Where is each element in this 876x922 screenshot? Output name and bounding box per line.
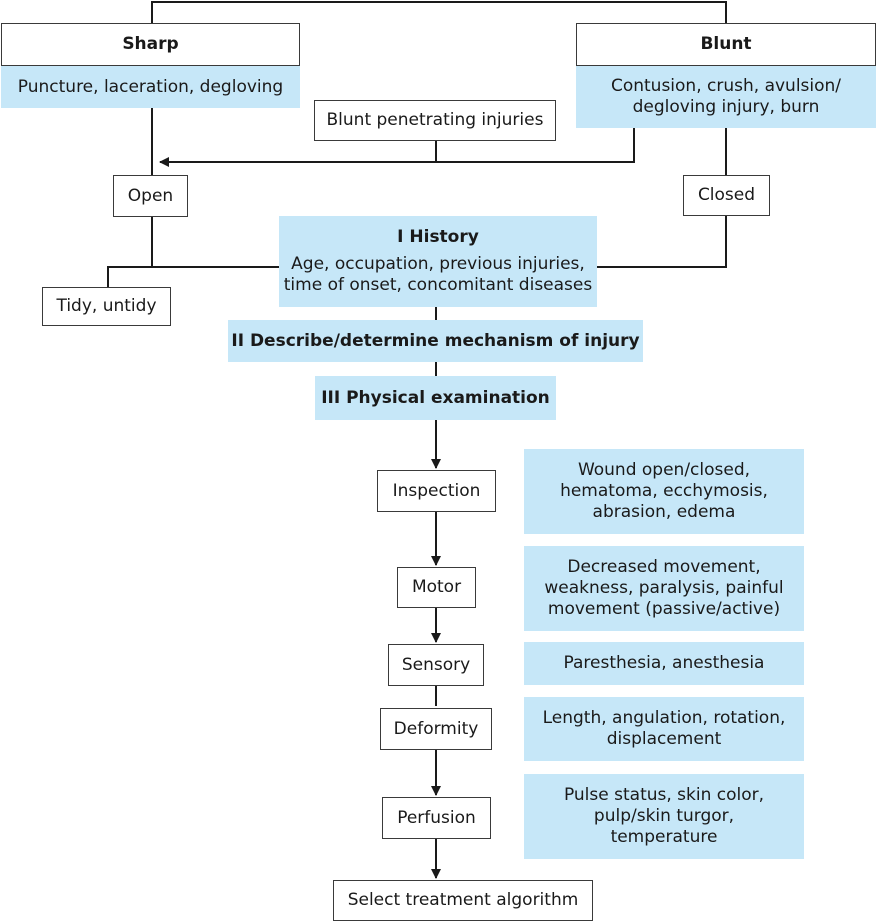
physical-box: III Physical examination — [315, 376, 556, 420]
sharp-box: Sharp — [1, 23, 300, 66]
perfusion-detail-label: Pulse status, skin color, pulp/skin turg… — [563, 785, 765, 847]
tidy-box: Tidy, untidy — [42, 287, 171, 326]
physical-label: III Physical examination — [321, 387, 550, 408]
sensory-box: Sensory — [388, 644, 484, 686]
open-label: Open — [127, 185, 174, 206]
sharp-label: Sharp — [122, 34, 179, 54]
blunt-feed-line — [159, 128, 635, 167]
tidy-label: Tidy, untidy — [56, 296, 157, 316]
closed-label: Closed — [697, 185, 756, 205]
motor-detail-box: Decreased movement, weakness, paralysis,… — [524, 546, 804, 631]
sensory-detail-label: Paresthesia, anesthesia — [563, 653, 765, 673]
inspection-detail-label: Wound open/closed, hematoma, ecchymosis,… — [560, 460, 768, 522]
mechanism-label: II Describe/determine mechanism of injur… — [231, 330, 640, 351]
blunt-penetrating-label: Blunt penetrating injuries — [326, 110, 544, 130]
history-detail: Age, occupation, previous injuries, time… — [283, 254, 593, 295]
perfusion-box: Perfusion — [382, 797, 491, 839]
top-bracket-line — [151, 1, 727, 23]
blunt-box: Blunt — [576, 23, 876, 66]
blunt-label: Blunt — [700, 34, 752, 54]
deformity-label: Deformity — [393, 718, 479, 739]
inspection-box: Inspection — [377, 470, 496, 512]
blunt-types-box: Contusion, crush, avulsion/ degloving in… — [576, 66, 876, 128]
closed-box: Closed — [683, 175, 770, 216]
inspection-label: Inspection — [392, 480, 481, 501]
sharp-types-label: Puncture, laceration, degloving — [17, 76, 284, 97]
blunt-penetrating-box: Blunt penetrating injuries — [314, 100, 556, 141]
motor-label: Motor — [411, 577, 462, 597]
perfusion-label: Perfusion — [397, 807, 476, 828]
deformity-detail-label: Length, angulation, rotation, displaceme… — [542, 708, 786, 749]
history-box: I History Age, occupation, previous inju… — [279, 216, 597, 307]
open-box: Open — [113, 175, 188, 217]
deformity-detail-box: Length, angulation, rotation, displaceme… — [524, 697, 804, 761]
sensory-label: Sensory — [401, 654, 471, 675]
inspection-detail-box: Wound open/closed, hematoma, ecchymosis,… — [524, 449, 804, 534]
history-title: I History — [397, 227, 479, 247]
sharp-types-box: Puncture, laceration, degloving — [1, 66, 300, 108]
tidy-branch-line — [107, 266, 152, 287]
blunt-types-label: Contusion, crush, avulsion/ degloving in… — [610, 76, 842, 117]
treatment-box: Select treatment algorithm — [333, 880, 593, 921]
perfusion-detail-box: Pulse status, skin color, pulp/skin turg… — [524, 774, 804, 859]
motor-box: Motor — [397, 567, 476, 608]
sensory-detail-box: Paresthesia, anesthesia — [524, 642, 804, 685]
closed-to-history-line — [597, 216, 727, 268]
treatment-label: Select treatment algorithm — [347, 890, 579, 910]
open-to-history-line — [151, 217, 279, 268]
mechanism-box: II Describe/determine mechanism of injur… — [228, 320, 643, 362]
motor-detail-label: Decreased movement, weakness, paralysis,… — [544, 557, 784, 619]
deformity-box: Deformity — [380, 708, 492, 750]
